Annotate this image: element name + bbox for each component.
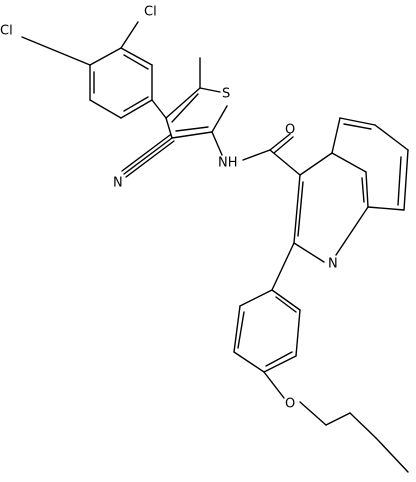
bond-line [120, 21, 139, 49]
bond-line [349, 412, 377, 439]
bond-line [123, 137, 173, 175]
atom-label-nh-amide: NH [218, 156, 238, 171]
atom-label-cl-left: Cl [0, 24, 13, 39]
bond-line [271, 289, 301, 311]
bond-line [125, 140, 175, 178]
bond-line [275, 296, 297, 313]
bond-line [331, 117, 341, 154]
bond-line [367, 206, 405, 211]
atom-label-n-quinoline: N [328, 257, 338, 272]
bond-line [299, 401, 327, 426]
bond-line [397, 156, 402, 206]
bond-line [89, 47, 122, 66]
bond-line [343, 123, 372, 130]
bond-line [211, 131, 223, 156]
bond-line [123, 96, 149, 112]
bond-line [293, 174, 301, 244]
bond-line [335, 206, 369, 256]
bond-line [211, 105, 228, 133]
bond-line [293, 242, 325, 263]
bond-line [265, 351, 293, 367]
bond-line [151, 99, 167, 119]
bond-line [165, 117, 173, 139]
bond-line [237, 311, 245, 349]
bond-line [120, 47, 153, 66]
bond-line [199, 87, 221, 93]
bond-line [375, 437, 409, 473]
atom-label-o-carbonyl: O [285, 123, 295, 138]
bond-line [269, 149, 301, 176]
bond-line [271, 242, 295, 291]
bond-line [361, 177, 365, 203]
atom-label-n-nitrile: N [113, 176, 123, 191]
bond-line [242, 149, 271, 161]
bond-line [175, 126, 209, 132]
bond-line [295, 309, 301, 357]
bond-line [339, 117, 376, 126]
bond-line [263, 355, 297, 373]
bond-line [121, 134, 171, 172]
atom-label-cl-top: Cl [144, 5, 157, 20]
bond-line [171, 131, 213, 139]
bond-lines [21, 21, 409, 473]
bond-line [269, 133, 291, 151]
atom-label-s-ring: S [222, 87, 230, 102]
bond-line [273, 136, 294, 154]
bond-line [325, 412, 351, 426]
bond-line [331, 152, 367, 173]
atom-label-o-ether: O [285, 397, 295, 412]
bond-line [403, 149, 409, 211]
bond-line [263, 371, 285, 399]
bond-line [171, 93, 199, 123]
bond-line [297, 181, 304, 237]
bond-line [299, 152, 333, 176]
bond-line [165, 87, 201, 119]
bond-line [123, 54, 149, 70]
bond-line [233, 305, 241, 353]
bond-line [239, 289, 273, 307]
bond-line [89, 99, 122, 119]
bond-line [374, 124, 409, 151]
bond-line [21, 36, 91, 66]
bond-line [365, 171, 369, 208]
bond-line [233, 351, 265, 373]
bond-line [120, 99, 153, 119]
